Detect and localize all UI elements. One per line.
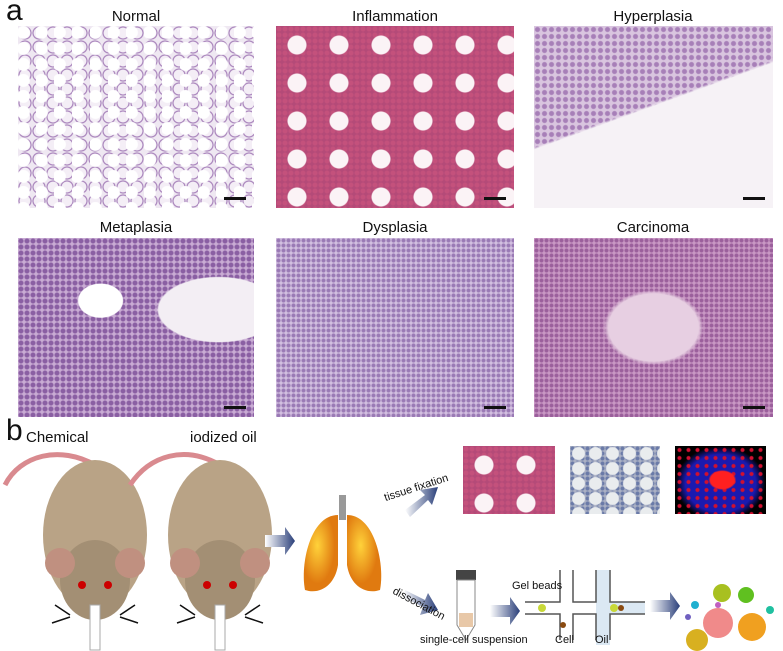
panel-a-label: a	[6, 0, 23, 27]
scale-bar	[743, 197, 765, 200]
treatment-iodized-oil: iodized oil	[190, 429, 257, 446]
treatment-chemical: Chemical	[26, 429, 89, 446]
scale-bar	[484, 197, 506, 200]
tsne-plot	[685, 584, 774, 651]
title-hyperplasia: Hyperplasia	[613, 8, 693, 25]
histology-hyperplasia	[534, 26, 773, 208]
histology-dysplasia	[276, 238, 514, 417]
mouse-iodized-oil	[127, 452, 272, 651]
histology-carcinoma	[534, 238, 773, 417]
histology-metaplasia	[18, 238, 254, 417]
label-cell: Cell	[555, 634, 574, 646]
microfluidic-chip	[525, 570, 645, 645]
arrow-icon	[265, 527, 295, 555]
scale-bar	[224, 406, 246, 409]
immunofluorescence-image	[675, 446, 766, 514]
label-oil: Oil	[595, 634, 609, 646]
scale-bar	[743, 406, 765, 409]
title-normal: Normal	[111, 8, 161, 25]
title-inflammation: Inflammation	[352, 8, 438, 25]
scale-bar	[484, 406, 506, 409]
arrow-icon	[403, 590, 438, 615]
panel-b-label: b	[6, 414, 23, 447]
lung-icon	[303, 495, 382, 592]
title-dysplasia: Dysplasia	[362, 219, 428, 236]
label-gel-beads: Gel beads	[512, 580, 563, 592]
he-stain-image	[463, 446, 555, 514]
mouse-chemical	[2, 452, 147, 651]
schematic	[2, 452, 774, 651]
label-single-cell-suspension: single-cell suspension	[420, 634, 528, 646]
tube-icon	[456, 570, 476, 641]
ihc-stain-image	[570, 446, 660, 514]
arrow-icon	[490, 597, 520, 625]
title-carcinoma: Carcinoma	[616, 219, 690, 236]
title-metaplasia: Metaplasia	[99, 219, 173, 236]
histology-normal	[18, 26, 254, 208]
arrow-icon	[650, 592, 680, 620]
arrow-icon	[405, 487, 438, 517]
histology-inflammation	[276, 26, 514, 208]
scale-bar	[224, 197, 246, 200]
